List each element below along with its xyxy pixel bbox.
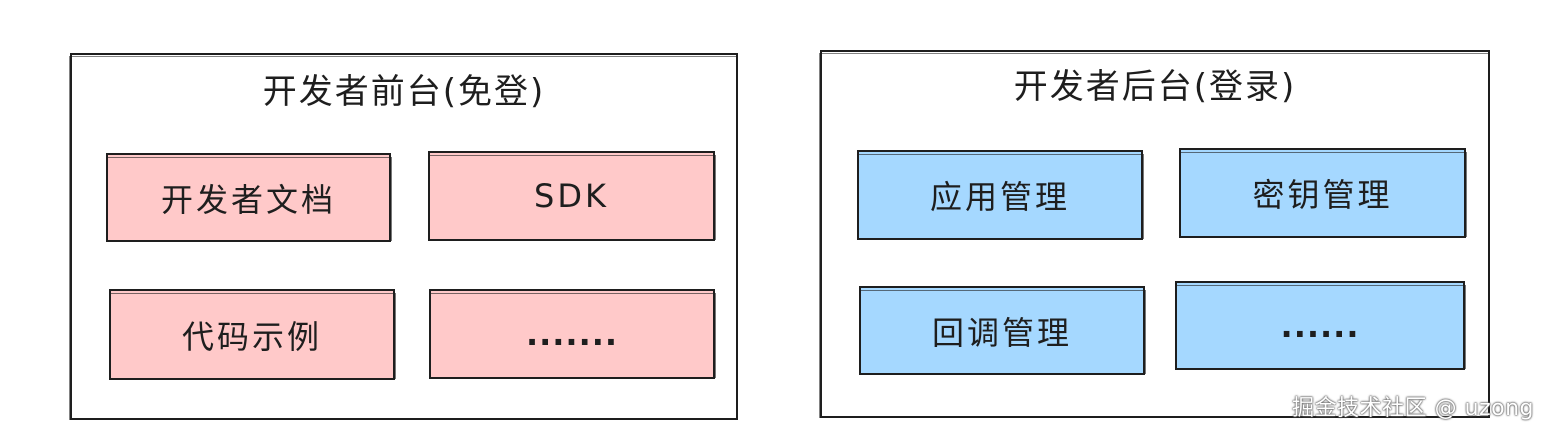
backend-panel-title: 开发者后台(登录) [1013,67,1297,107]
callback-management-box: 回调管理 [859,286,1146,375]
developer-docs-box: 开发者文档 [106,153,392,242]
app-management-box: 应用管理 [857,150,1144,240]
backend-more-box: ...... [1175,281,1466,370]
frontend-panel: 开发者前台(免登) 开发者文档 SDK 代码示例 ....... [69,53,738,420]
key-management-box: 密钥管理 [1179,148,1467,238]
frontend-more-box: ....... [429,289,716,379]
frontend-panel-title: 开发者前台(免登) [262,72,546,112]
sdk-box: SDK [428,151,716,241]
watermark: 掘金技术社区 @ uzong [1292,396,1534,421]
code-examples-box: 代码示例 [109,289,396,380]
backend-panel: 开发者后台(登录) 应用管理 密钥管理 回调管理 ...... [819,50,1490,418]
